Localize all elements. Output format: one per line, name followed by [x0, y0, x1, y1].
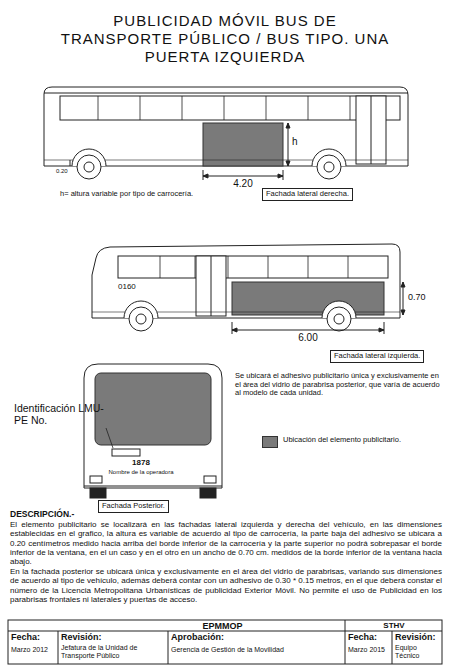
dimension-label: 0.20	[56, 168, 68, 175]
view-caption: Fachada Posterior.	[98, 500, 169, 513]
legend-swatch	[262, 436, 278, 448]
field-value: Marzo 2012	[11, 646, 56, 654]
bus-right-side	[44, 87, 408, 180]
dimension-label: h	[292, 136, 298, 148]
section-heading: DESCRIPCIÓN.-	[10, 510, 74, 520]
agency-code: STHV	[350, 621, 438, 630]
note-text: Se ubicará el adhesivo publicitario únic…	[235, 372, 440, 398]
field-label: Revisión:	[395, 632, 436, 642]
field-label: Revisión:	[61, 632, 102, 642]
description-text: El elemento publicitario se localizará e…	[10, 520, 442, 567]
dimension-label: 6.00	[290, 332, 326, 344]
note-text: h= altura variable por tipo de carrocerí…	[60, 190, 193, 199]
bus-left-side	[92, 244, 405, 334]
field-value: Equipo Técnico	[395, 644, 441, 660]
description-text: En la fachada posterior se ubicará única…	[10, 567, 442, 604]
legend-text: Ubicación del elemento publicitario.	[283, 436, 401, 445]
title-block	[8, 620, 442, 664]
field-value: Marzo 2015	[348, 646, 391, 654]
field-label: Fecha:	[11, 632, 40, 642]
agency-name: EPMMOP	[150, 621, 295, 631]
bus-number: 0160	[118, 282, 136, 291]
bus-rear	[84, 364, 222, 498]
field-label: Fecha:	[348, 632, 377, 642]
dimension-label: 0.70	[408, 292, 426, 302]
operator-name: Nombre de la operadora	[106, 469, 176, 476]
field-value: Gerencia de Gestión de la Movilidad	[171, 646, 343, 654]
fleet-number: 1878	[126, 458, 156, 467]
view-caption: Fachada lateral izquierda.	[330, 350, 424, 363]
dimension-label: 4.20	[228, 178, 258, 190]
field-label: Aprobación:	[171, 632, 224, 642]
page-title: PUBLICIDAD MÓVIL BUS DE TRANSPORTE PÚBLI…	[60, 12, 390, 66]
callout-label: Identificación LMU-PE No.	[14, 402, 106, 426]
field-value: Jefatura de la Unidad de Transporte Públ…	[61, 644, 166, 660]
view-caption: Fachada lateral derecha.	[262, 188, 353, 201]
